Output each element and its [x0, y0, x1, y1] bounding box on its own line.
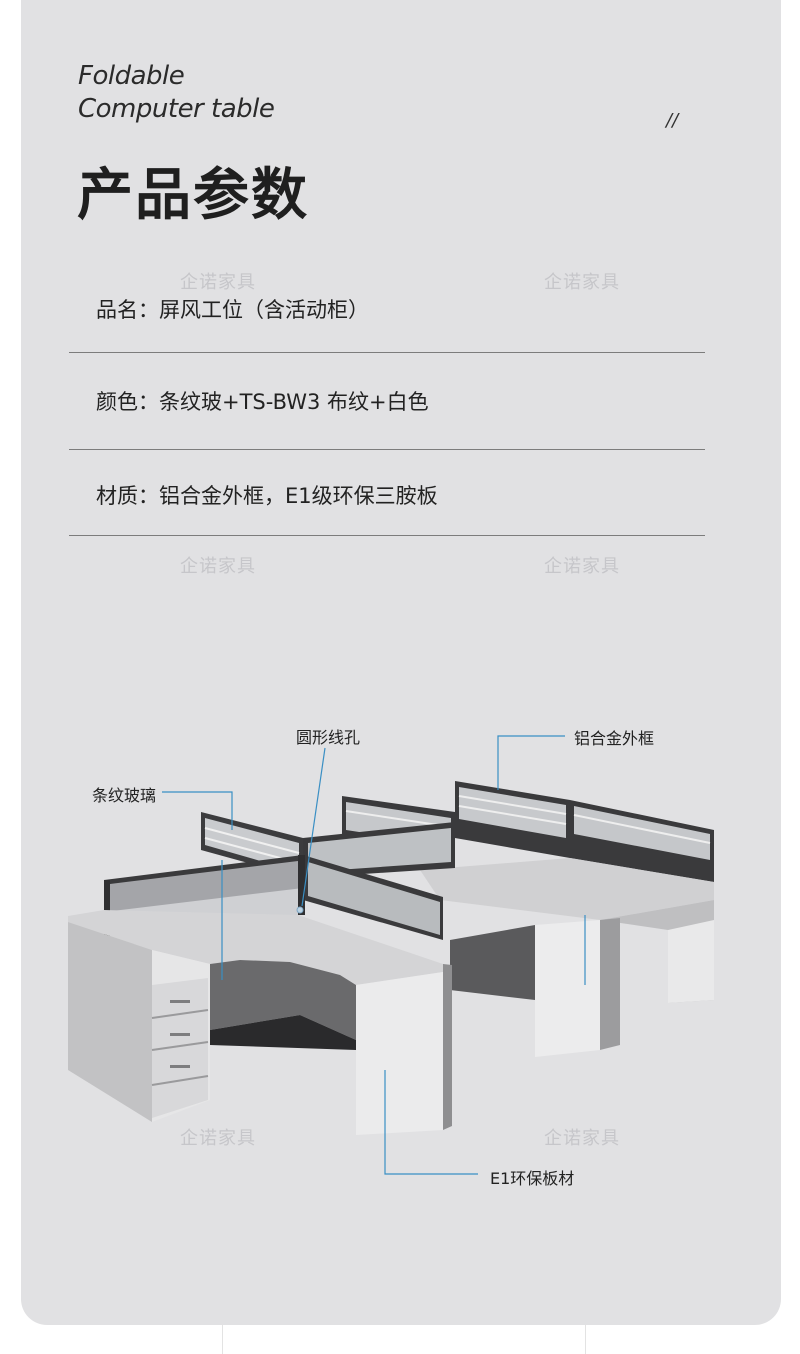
callout-board-label: E1环保板材 [490, 1169, 575, 1188]
watermark: 企诺家具 [544, 556, 620, 577]
english-title: Foldable Computer table [78, 60, 275, 126]
back-desks [420, 858, 714, 1057]
watermark: 企诺家具 [180, 272, 256, 293]
spec-material: 材质：铝合金外框，E1级环保三胺板 [96, 484, 438, 508]
divider [69, 449, 705, 450]
watermark: 企诺家具 [180, 1128, 256, 1149]
drawer-pedestal [151, 978, 209, 1118]
decorative-slash: // [666, 110, 679, 131]
callout-lines [162, 735, 586, 1175]
divider [69, 535, 705, 536]
front-desk [68, 910, 452, 1135]
watermark: 企诺家具 [544, 272, 620, 293]
callout-cable-hole-label: 圆形线孔 [296, 728, 361, 747]
decorative-line [222, 1325, 223, 1354]
back-right-screen [455, 781, 714, 882]
callout-frame-label: 铝合金外框 [574, 729, 655, 748]
page-title: 产品参数 [77, 163, 309, 228]
spec-color: 颜色：条纹玻+TS-BW3 布纹+白色 [96, 390, 429, 414]
english-title-line1: Foldable [78, 61, 185, 91]
decorative-line [585, 1325, 586, 1354]
english-title-line2: Computer table [78, 94, 275, 124]
watermark: 企诺家具 [180, 556, 256, 577]
spec-product-name: 品名：屏风工位（含活动柜） [96, 298, 369, 322]
cable-hole [296, 906, 304, 914]
watermark: 企诺家具 [544, 1128, 620, 1149]
divider [69, 352, 705, 353]
callout-glass-label: 条纹玻璃 [92, 786, 157, 805]
